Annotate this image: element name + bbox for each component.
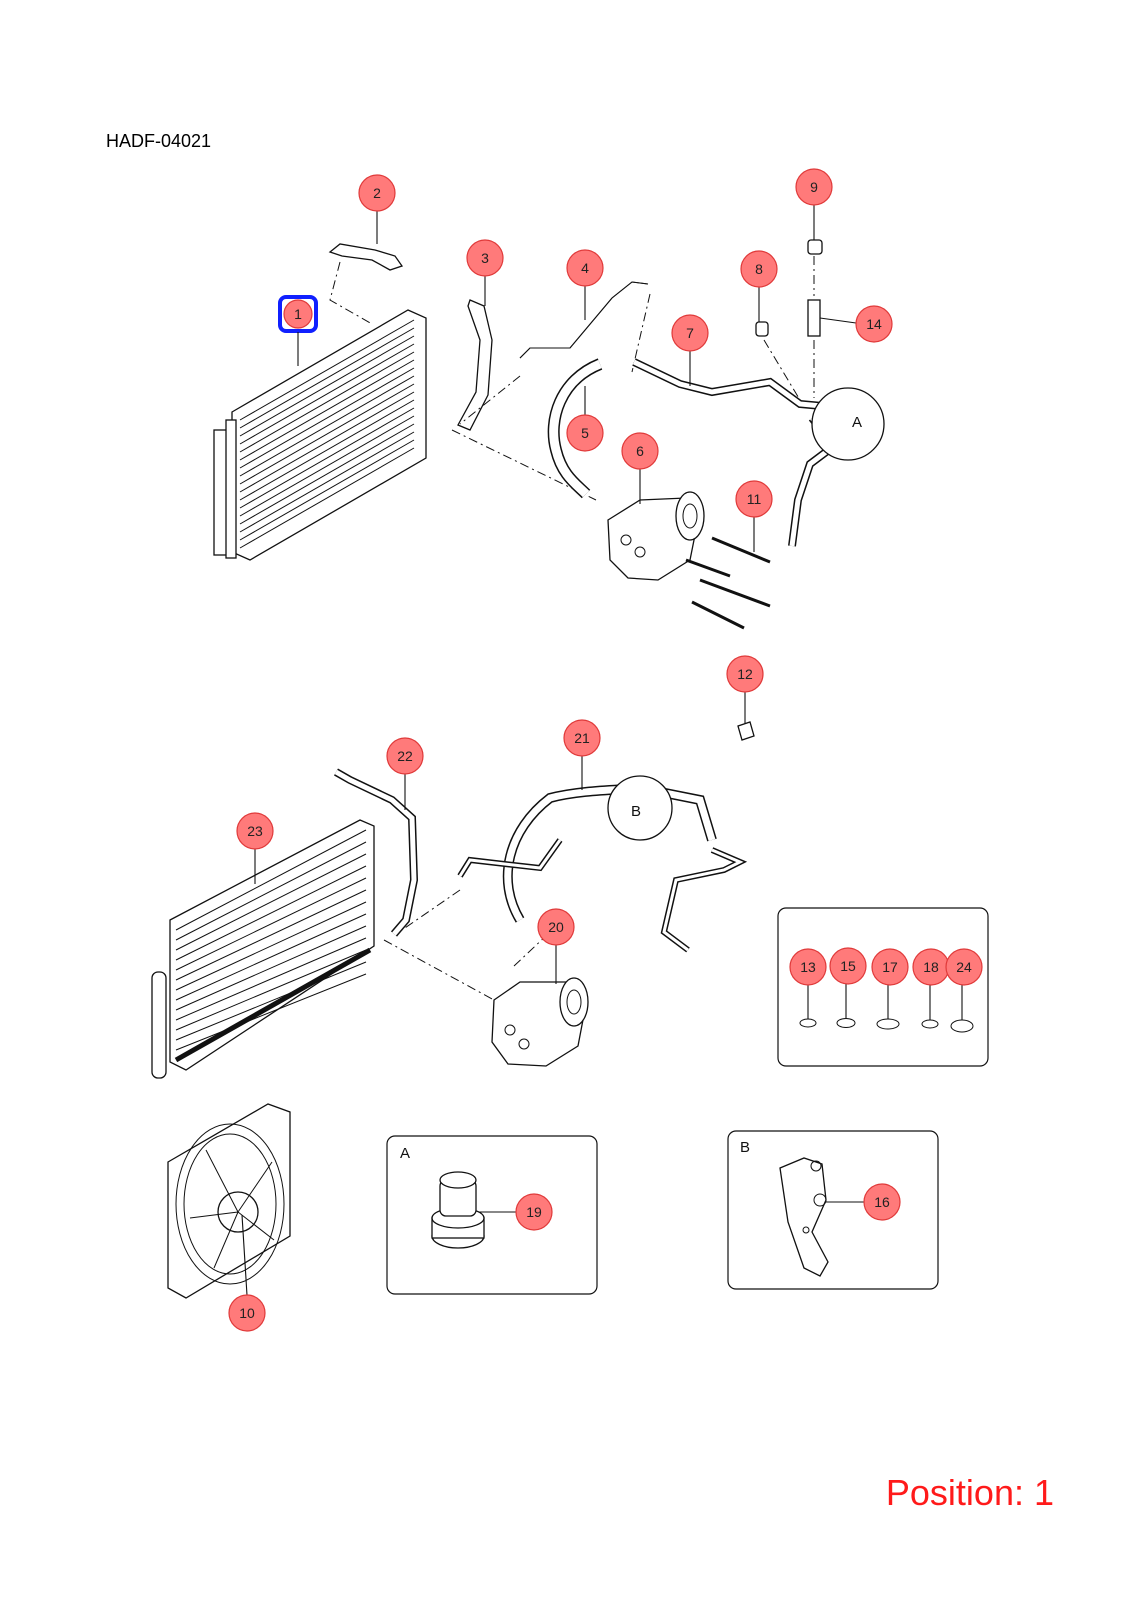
svg-text:2: 2 bbox=[373, 185, 381, 201]
svg-text:11: 11 bbox=[747, 491, 762, 507]
pressure-switch-illustration bbox=[431, 1171, 485, 1249]
svg-text:18: 18 bbox=[923, 959, 939, 975]
condenser-alt-illustration bbox=[151, 819, 375, 1079]
callout-15[interactable]: 15 bbox=[829, 947, 867, 985]
svg-text:23: 23 bbox=[247, 823, 263, 839]
callout-22[interactable]: 22 bbox=[386, 737, 424, 810]
cap-illustration bbox=[755, 321, 769, 337]
svg-text:12: 12 bbox=[737, 666, 753, 682]
detail-a-circle bbox=[811, 387, 885, 461]
bracket-illustration bbox=[779, 1157, 829, 1277]
callout-4[interactable]: 4 bbox=[566, 249, 604, 320]
detail-a-panel bbox=[386, 1135, 598, 1295]
svg-text:4: 4 bbox=[581, 260, 589, 276]
callout-7[interactable]: 7 bbox=[671, 314, 709, 386]
document-code: HADF-04021 bbox=[106, 131, 212, 151]
bolts-illustration bbox=[685, 536, 771, 630]
callout-24[interactable]: 24 bbox=[945, 948, 983, 986]
compressor-illustration bbox=[607, 491, 705, 581]
callout-2[interactable]: 2 bbox=[358, 174, 396, 244]
callout-19[interactable]: 19 bbox=[515, 1193, 553, 1231]
svg-text:5: 5 bbox=[581, 425, 589, 441]
callout-6[interactable]: 6 bbox=[621, 432, 659, 504]
position-indicator: Position: 1 bbox=[885, 1472, 1054, 1513]
svg-text:9: 9 bbox=[810, 179, 818, 195]
callout-20[interactable]: 20 bbox=[537, 908, 575, 984]
svg-text:17: 17 bbox=[882, 959, 898, 975]
clip-illustration bbox=[737, 721, 755, 741]
callout-3[interactable]: 3 bbox=[466, 239, 504, 306]
svg-text:13: 13 bbox=[800, 959, 816, 975]
discharge-pipe-illustration bbox=[328, 243, 404, 271]
svg-text:6: 6 bbox=[636, 443, 644, 459]
callout-12[interactable]: 12 bbox=[726, 655, 764, 724]
callout-16[interactable]: 16 bbox=[863, 1183, 901, 1221]
svg-text:19: 19 bbox=[526, 1204, 542, 1220]
callout-23[interactable]: 23 bbox=[236, 812, 274, 884]
fan-shroud-illustration bbox=[167, 1103, 291, 1299]
callout-11[interactable]: 11 bbox=[735, 480, 773, 552]
callout-10[interactable]: 10 bbox=[228, 1214, 266, 1332]
svg-text:24: 24 bbox=[956, 959, 972, 975]
condenser-illustration bbox=[213, 309, 427, 561]
svg-text:15: 15 bbox=[840, 958, 856, 974]
callout-17[interactable]: 17 bbox=[871, 948, 909, 986]
detail-b-panel bbox=[727, 1130, 939, 1290]
callout-1[interactable]: 1 bbox=[278, 295, 318, 366]
o-ring-panel bbox=[777, 907, 989, 1067]
compressor-alt-illustration bbox=[491, 977, 589, 1067]
sensor-illustration bbox=[807, 299, 821, 337]
detail-a-title: A bbox=[400, 1145, 410, 1162]
svg-text:16: 16 bbox=[874, 1194, 890, 1210]
svg-text:1: 1 bbox=[294, 306, 302, 322]
callout-8[interactable]: 8 bbox=[740, 250, 778, 322]
callout-13[interactable]: 13 bbox=[789, 948, 827, 986]
callout-21[interactable]: 21 bbox=[563, 719, 601, 790]
liquid-pipe-illustration bbox=[457, 299, 493, 431]
callout-9[interactable]: 9 bbox=[795, 168, 833, 240]
callout-18[interactable]: 18 bbox=[912, 948, 950, 986]
nut-illustration bbox=[807, 239, 823, 255]
svg-text:3: 3 bbox=[481, 250, 489, 266]
detail-b-marker: B bbox=[631, 803, 641, 820]
svg-text:20: 20 bbox=[548, 919, 564, 935]
svg-text:14: 14 bbox=[866, 316, 882, 332]
svg-text:8: 8 bbox=[755, 261, 763, 277]
callout-5[interactable]: 5 bbox=[566, 386, 604, 452]
detail-b-circle bbox=[607, 775, 673, 841]
detail-b-title: B bbox=[740, 1139, 750, 1156]
svg-text:10: 10 bbox=[239, 1305, 255, 1321]
svg-text:21: 21 bbox=[574, 730, 590, 746]
svg-text:22: 22 bbox=[397, 748, 413, 764]
svg-text:7: 7 bbox=[686, 325, 694, 341]
detail-a-marker: A bbox=[852, 414, 862, 431]
callout-14[interactable]: 14 bbox=[819, 305, 893, 343]
